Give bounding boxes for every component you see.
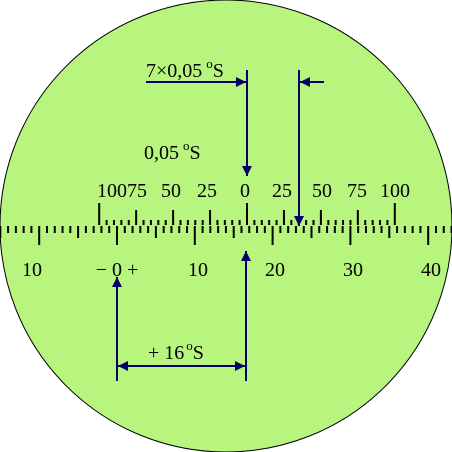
vernier-scale-label: 25 [197, 180, 217, 202]
vernier-scale-label: 50 [312, 180, 332, 202]
main-zero-marker: − 0 + [96, 259, 139, 281]
vernier-scale-ticks [98, 203, 396, 225]
annotation-arrows [112, 70, 324, 381]
vernier-scale-label: 75 [127, 180, 147, 202]
vernier-scale-label: 100 [97, 180, 127, 202]
main-scale-label: 10 [188, 259, 208, 281]
vernier-scale-label: 50 [161, 180, 181, 202]
main-scale-label: 10 [22, 259, 42, 281]
main-scale-label: 40 [421, 259, 441, 281]
main-scale-label: 30 [343, 259, 363, 281]
main-scale-label: 20 [265, 259, 285, 281]
vernier-scale-label: 25 [272, 180, 292, 202]
vernier-scale-label: 75 [347, 180, 367, 202]
main-scale-labels: 10 10 20 30 40 − 0 + [22, 259, 441, 281]
vernier-scale-label: 0 [240, 180, 250, 202]
vernier-scale-label: 100 [380, 180, 410, 202]
